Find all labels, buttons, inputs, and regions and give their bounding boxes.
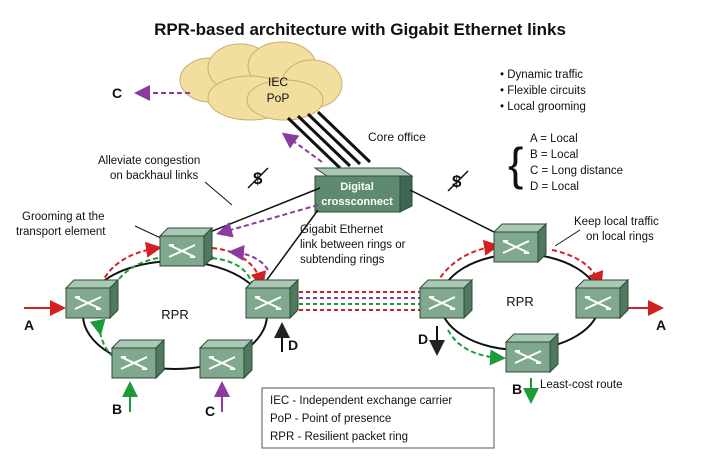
red-flow-right-ring-out bbox=[551, 249, 604, 288]
switch-arrows-icon bbox=[208, 356, 236, 370]
feature-item: • Flexible circuits bbox=[500, 85, 586, 97]
svg-text:D = Local: D = Local bbox=[530, 181, 579, 193]
callout-grooming: Grooming at the transport element bbox=[16, 211, 166, 241]
digital-crossconnect: Digital crossconnect bbox=[313, 167, 414, 213]
cost-icon-right: $ bbox=[447, 170, 469, 192]
svg-text:Alleviate congestion: Alleviate congestion bbox=[98, 155, 200, 167]
red-flow-right-ring bbox=[435, 239, 500, 285]
switch-arrows-icon bbox=[428, 296, 456, 310]
svg-text:B = Local: B = Local bbox=[530, 149, 578, 161]
green-flow-right-ring bbox=[447, 329, 506, 366]
switch-node-right-a bbox=[574, 278, 630, 320]
switch-node-right-top bbox=[492, 222, 548, 264]
right-ring-label: RPR bbox=[506, 294, 533, 309]
legend-item: RPR - Resilient packet ring bbox=[270, 431, 408, 443]
callout-alleviate: Alleviate congestion on backhaul links bbox=[98, 155, 233, 206]
traffic-type-list: { A = Local B = Local C = Long distance … bbox=[508, 133, 623, 193]
switch-node-right-b bbox=[504, 332, 560, 374]
legend-item: PoP - Point of presence bbox=[270, 413, 391, 425]
switch-arrows-icon bbox=[168, 244, 196, 258]
switch-arrows-icon bbox=[584, 296, 612, 310]
node-b-right-label: B bbox=[512, 381, 522, 397]
switch-arrows-icon bbox=[502, 240, 530, 254]
svg-text:on local rings: on local rings bbox=[586, 231, 654, 243]
cloud-label-line1: IEC bbox=[268, 75, 288, 89]
legend-item: IEC - Independent exchange carrier bbox=[270, 395, 452, 407]
gige-inter-ring-link bbox=[292, 291, 420, 311]
legend: IEC - Independent exchange carrier PoP -… bbox=[261, 387, 495, 449]
switch-arrows-icon bbox=[74, 296, 102, 310]
switch-node-left-a bbox=[64, 278, 120, 320]
core-office-label: Core office bbox=[368, 130, 426, 144]
purple-backhaul-arrow bbox=[281, 132, 323, 163]
switch-node-left-d bbox=[244, 278, 300, 320]
node-d-right-label: D bbox=[418, 331, 428, 347]
svg-text:on backhaul links: on backhaul links bbox=[110, 170, 198, 182]
cloud-backhaul-links bbox=[286, 110, 372, 170]
switch-arrows-icon bbox=[514, 350, 542, 364]
switch-node-left-c bbox=[198, 338, 254, 380]
node-b-left-label: B bbox=[112, 401, 122, 417]
green-flow-left-bottom bbox=[89, 318, 119, 361]
switch-arrows-icon bbox=[120, 356, 148, 370]
crossconnect-label-line2: crossconnect bbox=[321, 196, 393, 208]
link-crossconnect-right-top bbox=[409, 189, 511, 241]
svg-text:C = Long distance: C = Long distance bbox=[530, 165, 623, 177]
svg-text:Grooming at the: Grooming at the bbox=[22, 211, 104, 223]
link-crossconnect-left-right bbox=[257, 209, 319, 293]
svg-text:Keep local traffic: Keep local traffic bbox=[574, 216, 659, 228]
node-a-right-label: A bbox=[656, 317, 666, 333]
callout-keep-local: Keep local traffic on local rings bbox=[554, 216, 659, 247]
left-ring-label: RPR bbox=[161, 307, 188, 322]
brace-glyph: { bbox=[508, 138, 523, 190]
crossconnect-label-line1: Digital bbox=[340, 181, 374, 193]
node-d-left-label: D bbox=[288, 337, 298, 353]
purple-dashed-to-left-ring bbox=[216, 204, 319, 238]
switch-node-left-b bbox=[110, 338, 166, 380]
diagram-title: RPR-based architecture with Gigabit Ethe… bbox=[154, 20, 566, 39]
switch-arrows-icon bbox=[254, 296, 282, 310]
feature-item: • Local grooming bbox=[500, 101, 586, 113]
callout-gige: Gigabit Ethernet link between rings or s… bbox=[300, 224, 406, 266]
svg-text:A = Local: A = Local bbox=[530, 133, 578, 145]
svg-text:transport element: transport element bbox=[16, 226, 106, 238]
green-flow-left-ring bbox=[96, 257, 159, 314]
switch-node-right-d bbox=[418, 278, 474, 320]
svg-text:subtending rings: subtending rings bbox=[300, 254, 385, 266]
switch-nodes bbox=[64, 222, 630, 380]
red-flow-left-ring bbox=[97, 241, 162, 293]
cloud-label-line2: PoP bbox=[267, 91, 290, 105]
purple-flow-left-ring bbox=[228, 244, 269, 271]
svg-text:link between rings or: link between rings or bbox=[300, 239, 406, 251]
node-c-top-label: C bbox=[112, 85, 122, 101]
iec-pop-cloud: IEC PoP bbox=[179, 41, 343, 121]
node-a-left-label: A bbox=[24, 317, 34, 333]
switch-node-left-top bbox=[158, 226, 214, 268]
feature-list: • Dynamic traffic • Flexible circuits • … bbox=[500, 69, 586, 113]
svg-text:Gigabit Ethernet: Gigabit Ethernet bbox=[300, 224, 384, 236]
node-c-bottom-label: C bbox=[205, 403, 215, 419]
cost-icon-left: $ bbox=[247, 167, 269, 189]
feature-item: • Dynamic traffic bbox=[500, 69, 583, 81]
green-flow-left-ring-right bbox=[199, 248, 253, 285]
callout-least-cost: Least-cost route bbox=[540, 379, 622, 391]
